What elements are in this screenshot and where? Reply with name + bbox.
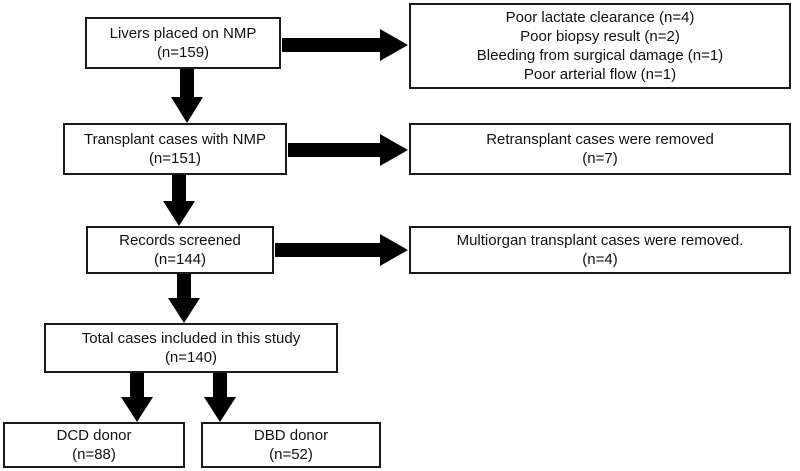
dbd-donor-count: (n=52) (269, 446, 313, 463)
livers-placed-count: (n=159) (156, 44, 210, 61)
dbd-donor-title: DBD donor (253, 427, 329, 444)
right-arrow (282, 29, 408, 61)
nmp-exclusion-box: Poor lactate clearance (n=4) Poor biopsy… (409, 3, 791, 89)
total-included-title: Total cases included in this study (81, 330, 301, 347)
down-arrow (204, 373, 236, 422)
exclusion-line: Bleeding from surgical damage (n=1) (476, 47, 724, 64)
transplant-cases-count: (n=151) (148, 150, 202, 167)
retransplant-removed-count: (n=7) (582, 150, 618, 167)
multiorgan-removed-box: Multiorgan transplant cases were removed… (409, 226, 791, 274)
dbd-donor-box: DBD donor (n=52) (201, 422, 381, 468)
down-arrow (163, 175, 195, 226)
records-screened-title: Records screened (119, 232, 241, 249)
dcd-donor-title: DCD donor (56, 427, 132, 444)
transplant-cases-title: Transplant cases with NMP (83, 131, 266, 148)
transplant-cases-box: Transplant cases with NMP (n=151) (63, 123, 287, 175)
dcd-donor-count: (n=88) (72, 446, 116, 463)
down-arrow (168, 274, 200, 323)
records-screened-box: Records screened (n=144) (86, 226, 274, 274)
total-included-count: (n=140) (164, 349, 218, 366)
down-arrow (121, 373, 153, 422)
exclusion-line: Poor lactate clearance (n=4) (505, 9, 695, 26)
exclusion-line: Poor arterial flow (n=1) (523, 66, 677, 83)
livers-placed-title: Livers placed on NMP (109, 25, 257, 42)
right-arrow (275, 234, 408, 266)
records-screened-count: (n=144) (153, 251, 207, 268)
exclusion-line: Poor biopsy result (n=2) (520, 28, 680, 45)
retransplant-removed-title: Retransplant cases were removed (486, 131, 714, 148)
dcd-donor-box: DCD donor (n=88) (3, 422, 185, 468)
retransplant-removed-box: Retransplant cases were removed (n=7) (409, 123, 791, 175)
right-arrow (288, 134, 408, 166)
down-arrow (171, 69, 203, 123)
multiorgan-removed-count: (n=4) (582, 251, 618, 268)
multiorgan-removed-title: Multiorgan transplant cases were removed… (456, 232, 744, 249)
livers-placed-box: Livers placed on NMP (n=159) (85, 17, 281, 69)
total-included-box: Total cases included in this study (n=14… (44, 323, 338, 373)
